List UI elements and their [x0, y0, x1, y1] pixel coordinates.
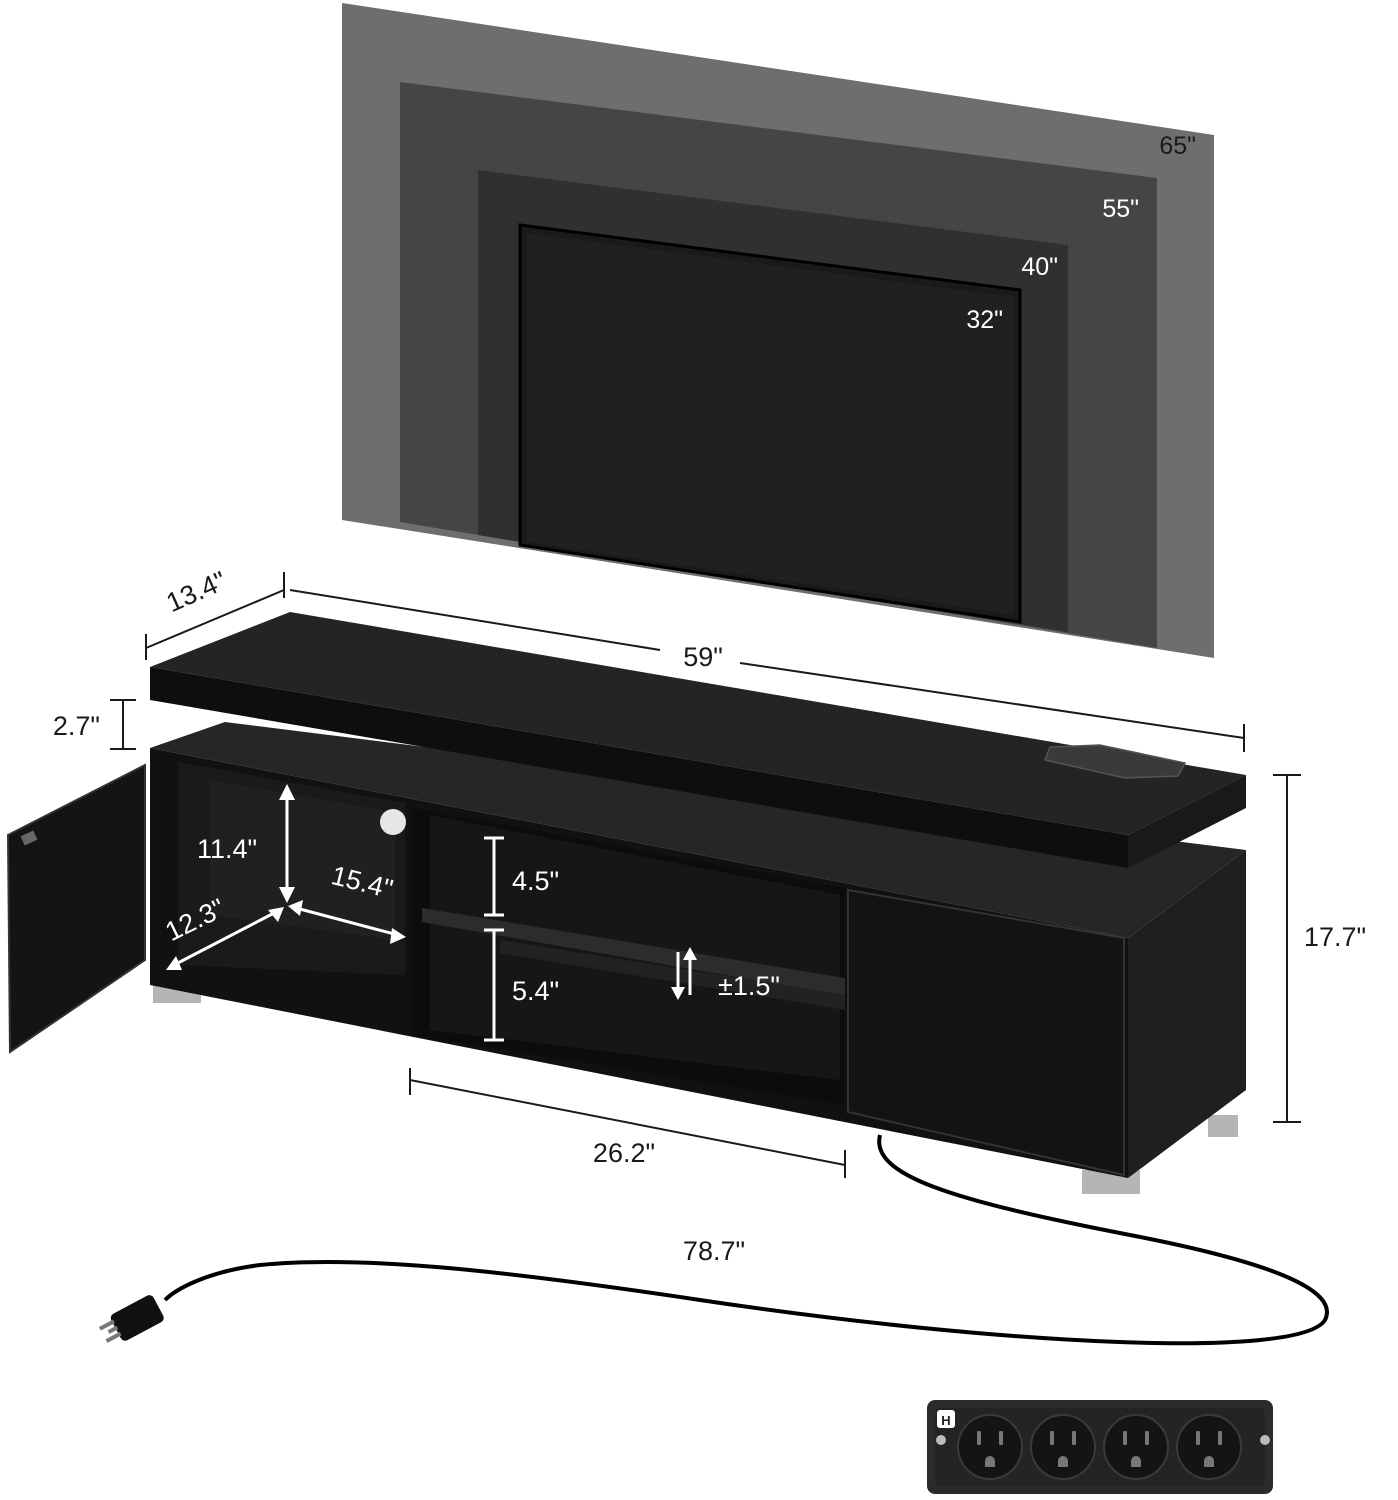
stand-body-top: [150, 722, 1246, 938]
label-top-thickness: 2.7": [53, 711, 100, 741]
tv-screen: [527, 233, 1014, 615]
label-shelf-adjust: ±1.5": [718, 971, 780, 1001]
shelf-upper: [422, 908, 845, 996]
label-cord-length: 78.7": [683, 1236, 745, 1266]
tv-size-comparison: 65" 55" 40" 32": [342, 3, 1214, 658]
outlet-socket-icon: [1103, 1414, 1169, 1480]
label-upper-shelf: 4.5": [512, 866, 559, 896]
cord-line: [163, 1134, 1329, 1346]
tv-size-label-65: 65": [1159, 132, 1196, 160]
tv-size-label-32: 32": [966, 306, 1003, 334]
label-open-section-width: 26.2": [593, 1138, 655, 1168]
outlet-socket-icon: [1176, 1414, 1242, 1480]
right-cabinet-door: [847, 888, 1125, 1177]
label-cabinet-height: 11.4": [197, 834, 257, 864]
tv-stand: [6, 612, 1246, 1194]
tv-size-label-55: 55": [1102, 195, 1139, 223]
outlet-socket-icon: [1030, 1414, 1096, 1480]
mount-screw-icon: [936, 1435, 946, 1445]
stand-body-side: [1128, 850, 1246, 1178]
power-cord: [98, 1134, 1329, 1346]
plug-icon: [98, 1295, 164, 1343]
left-cabinet-door: [6, 763, 146, 1054]
shelf-lower: [500, 940, 845, 1010]
top-board-side: [1128, 775, 1246, 868]
left-cabinet-back: [210, 780, 395, 940]
adjustable-shelf-icon: [671, 947, 697, 1000]
top-board-upper: [150, 612, 1246, 835]
tv-size-label-40: 40": [1021, 253, 1058, 281]
top-board-front: [150, 667, 1128, 868]
label-depth: 13.4": [162, 565, 231, 618]
built-in-power-strip: [1043, 744, 1187, 779]
mount-screw-icon: [1260, 1435, 1270, 1445]
brand-logo-icon: [937, 1410, 955, 1428]
cable-hole: [380, 809, 406, 835]
label-height: 17.7": [1304, 922, 1366, 952]
stand-foot: [1208, 1115, 1238, 1137]
label-lower-shelf: 5.4": [512, 976, 559, 1006]
outlet-socket-icon: [957, 1414, 1023, 1480]
label-width: 59": [683, 642, 723, 672]
door-hinge: [20, 830, 38, 846]
brand-logo-glyph: H: [941, 1413, 950, 1428]
outlet-strip-detail: H: [927, 1400, 1273, 1494]
